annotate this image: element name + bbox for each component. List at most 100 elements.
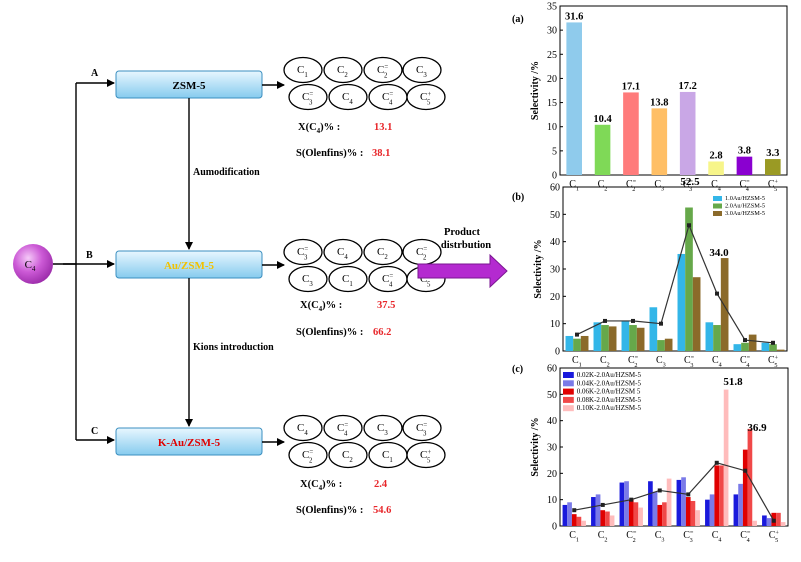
x-tick-label: C=3 bbox=[684, 355, 695, 370]
bar bbox=[649, 307, 658, 351]
bar bbox=[657, 340, 665, 351]
species-base: C bbox=[656, 355, 663, 366]
legend-label: 1.0Au/HZSM-5 bbox=[725, 195, 765, 202]
bar bbox=[624, 481, 629, 526]
trend-marker bbox=[743, 338, 747, 343]
bar bbox=[636, 327, 645, 351]
conv-label-part: )% : bbox=[322, 479, 342, 490]
species-sub: 1 bbox=[389, 457, 392, 464]
y-tick-label: 20 bbox=[547, 74, 557, 85]
species-base: C bbox=[302, 449, 309, 461]
trend-marker bbox=[771, 518, 776, 523]
bar bbox=[681, 477, 686, 526]
x-tick-label: C=4 bbox=[739, 179, 750, 194]
trend-marker bbox=[600, 502, 605, 507]
species-base: C bbox=[420, 273, 427, 285]
bar bbox=[761, 342, 770, 351]
species-base: C bbox=[739, 179, 746, 190]
species-sup: = bbox=[747, 530, 751, 537]
trend-marker bbox=[743, 468, 748, 473]
x-tick-label: C+5 bbox=[768, 355, 779, 370]
bar bbox=[567, 502, 572, 526]
product-ellipse bbox=[406, 441, 446, 469]
bar bbox=[733, 344, 742, 351]
reaction-scheme: C4 A B C ZSM-5 Au/ZSM-5 K-Au/ZSM-5 Aumod… bbox=[13, 56, 508, 516]
species-sub: 1 bbox=[349, 281, 352, 288]
y-tick-label: 5 bbox=[552, 146, 557, 157]
species-sup: = bbox=[389, 273, 393, 280]
species-sub: 2 bbox=[633, 537, 636, 544]
x-tick-label: C3 bbox=[654, 179, 664, 193]
species-base: C bbox=[598, 530, 605, 541]
species-sub: 4 bbox=[746, 362, 749, 369]
species-sup: = bbox=[344, 422, 348, 429]
conversion-value: 2.4 bbox=[374, 479, 388, 490]
product-ellipse bbox=[402, 414, 442, 442]
product-species: C=3 bbox=[302, 91, 313, 106]
x-tick-label: C=2 bbox=[626, 530, 637, 545]
selectivity-label: S(Olenfins)% : bbox=[296, 327, 363, 338]
data-label: 2.8 bbox=[710, 150, 723, 161]
bar bbox=[605, 511, 610, 526]
conv-label-sub: 4 bbox=[319, 484, 323, 492]
bar bbox=[657, 504, 663, 526]
species-base: C bbox=[420, 91, 427, 103]
bar bbox=[573, 338, 581, 351]
bar bbox=[565, 335, 574, 351]
species-sub: 3 bbox=[309, 99, 313, 106]
species-sub: 2 bbox=[604, 537, 607, 544]
y-tick-label: 30 bbox=[547, 26, 557, 37]
product-species: C=4 bbox=[337, 422, 348, 437]
species-sub: 2 bbox=[344, 72, 348, 79]
species-sub: 3 bbox=[690, 537, 693, 544]
feed-label: C4 bbox=[25, 259, 36, 273]
species-base: C bbox=[655, 530, 662, 541]
species-base: C bbox=[382, 91, 389, 103]
product-species: C=3 bbox=[416, 422, 427, 437]
bar bbox=[776, 512, 781, 526]
bar bbox=[762, 515, 767, 526]
species-sup: + bbox=[774, 179, 778, 186]
bar bbox=[664, 338, 673, 351]
y-tick-label: 0 bbox=[552, 171, 557, 182]
product-species: C+5 bbox=[420, 91, 431, 106]
y-tick-label: 60 bbox=[550, 183, 560, 194]
bar bbox=[619, 482, 625, 526]
panel-label: (a) bbox=[512, 14, 524, 25]
legend-label: 0.08K-2.0Au/HZSM-5 bbox=[577, 396, 642, 404]
y-tick-label: 50 bbox=[550, 210, 560, 221]
species-sup: + bbox=[775, 530, 779, 537]
product-label-line1: Product bbox=[444, 227, 480, 238]
product-species: C4 bbox=[297, 422, 308, 437]
product-ellipse bbox=[363, 238, 403, 266]
product-ellipse bbox=[283, 414, 323, 442]
x-tick-label: C=3 bbox=[683, 530, 694, 545]
y-axis-label: Selectivity /% bbox=[533, 239, 544, 298]
species-sub: 3 bbox=[689, 186, 692, 193]
species-base: C bbox=[683, 179, 690, 190]
bar bbox=[692, 277, 701, 351]
legend-label: 0.02K-2.0Au/HZSM-5 bbox=[577, 371, 642, 379]
bar bbox=[621, 320, 630, 351]
bar bbox=[581, 520, 586, 526]
trend-marker bbox=[659, 321, 663, 326]
y-tick-label: 40 bbox=[547, 416, 557, 427]
species-sub: 4 bbox=[718, 186, 721, 193]
x-tick-label: C+5 bbox=[768, 179, 779, 194]
species-base: C bbox=[297, 422, 304, 434]
product-distribution-arrow bbox=[417, 253, 508, 289]
legend: 0.02K-2.0Au/HZSM-50.04K-2.0Au/HZSM-50.06… bbox=[563, 371, 641, 412]
species-sub: 2 bbox=[634, 362, 637, 369]
catalyst-label-zsm5: ZSM-5 bbox=[173, 80, 207, 92]
product-ellipse bbox=[328, 441, 368, 469]
product-label-line2: distrbution bbox=[441, 240, 491, 251]
bar bbox=[628, 499, 634, 526]
species-sub: 4 bbox=[719, 362, 722, 369]
product-species: C1 bbox=[342, 273, 353, 288]
data-label: 3.8 bbox=[738, 146, 751, 157]
bar bbox=[748, 334, 757, 351]
data-label: 17.2 bbox=[679, 81, 697, 92]
route-values: X(C4)% :13.1S(Olenfins)% :38.1X(C4)% :37… bbox=[296, 122, 395, 516]
annotation: 34.0 bbox=[709, 247, 729, 259]
